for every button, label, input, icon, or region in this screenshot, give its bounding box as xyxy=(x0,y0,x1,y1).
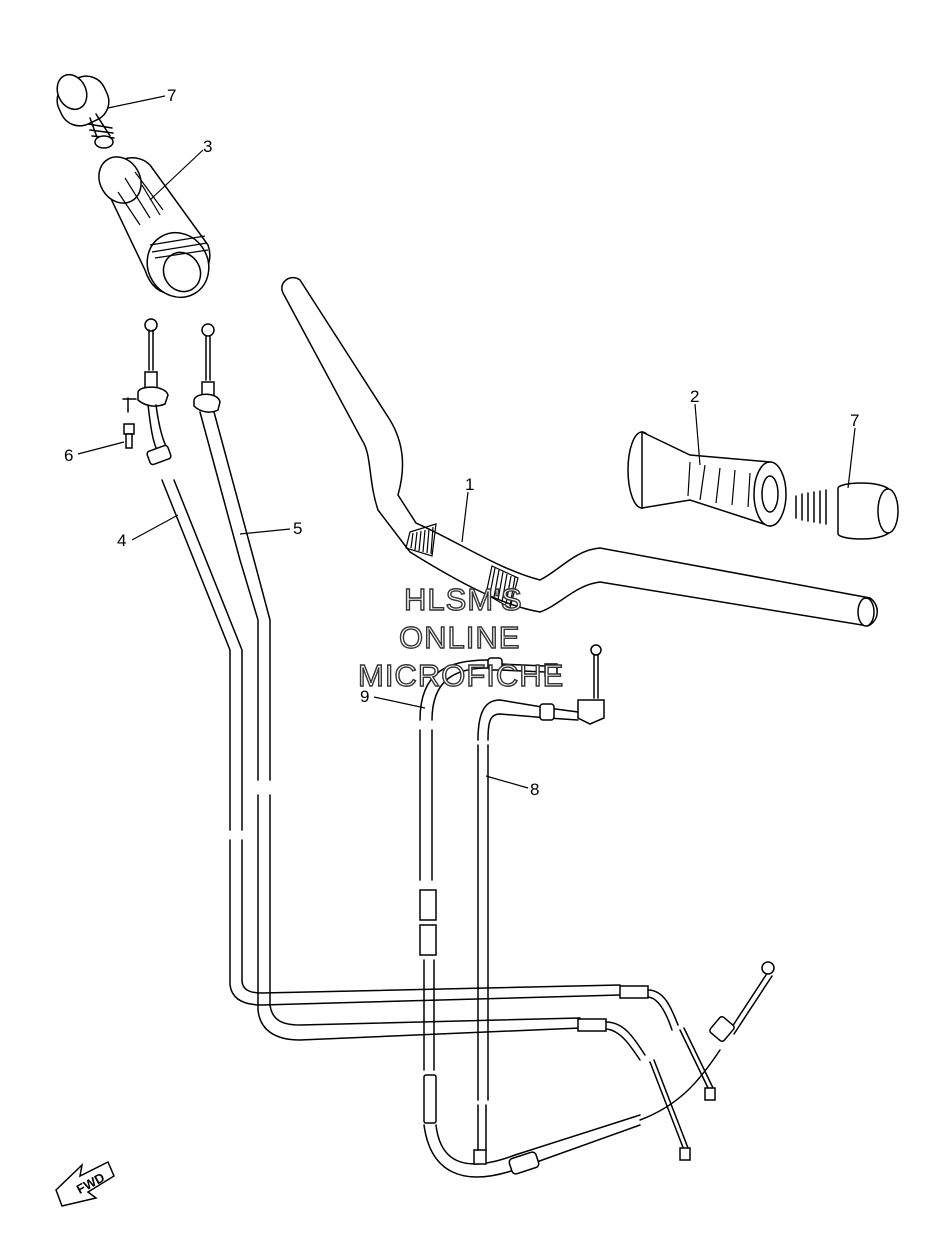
watermark: HLSM'S ONLINE MICROFICHE xyxy=(357,581,564,693)
callout-2: 2 xyxy=(690,387,699,406)
knurl-right xyxy=(485,565,519,609)
throttle-cable-5[interactable] xyxy=(193,323,691,1161)
callout-7-top: 7 xyxy=(167,86,176,105)
throttle-grip[interactable] xyxy=(91,149,221,308)
grip-end-right[interactable] xyxy=(795,482,899,540)
callout-8: 8 xyxy=(530,780,539,799)
bolt[interactable] xyxy=(122,397,137,449)
callout-4: 4 xyxy=(117,531,126,550)
callout-3: 3 xyxy=(203,137,212,156)
forward-arrow-icon: FWD xyxy=(55,1160,115,1207)
callout-1: 1 xyxy=(465,475,474,494)
watermark-line-2: ONLINE xyxy=(399,620,520,655)
throttle-cable-4[interactable] xyxy=(137,318,716,1101)
watermark-line-3: MICROFICHE xyxy=(358,658,564,693)
callout-6: 6 xyxy=(64,446,73,465)
watermark-line-1: HLSM'S xyxy=(404,582,523,617)
knurl-left xyxy=(405,523,437,557)
callout-9: 9 xyxy=(360,687,369,706)
handlebar[interactable] xyxy=(281,276,878,627)
callout-5: 5 xyxy=(293,519,302,538)
grip-end-top[interactable] xyxy=(51,70,116,149)
cable-9[interactable] xyxy=(419,657,775,1178)
callout-7-right: 7 xyxy=(850,411,859,430)
grip-right[interactable] xyxy=(627,430,787,528)
cable-8[interactable] xyxy=(473,644,605,1165)
callout-leaders xyxy=(77,95,856,789)
